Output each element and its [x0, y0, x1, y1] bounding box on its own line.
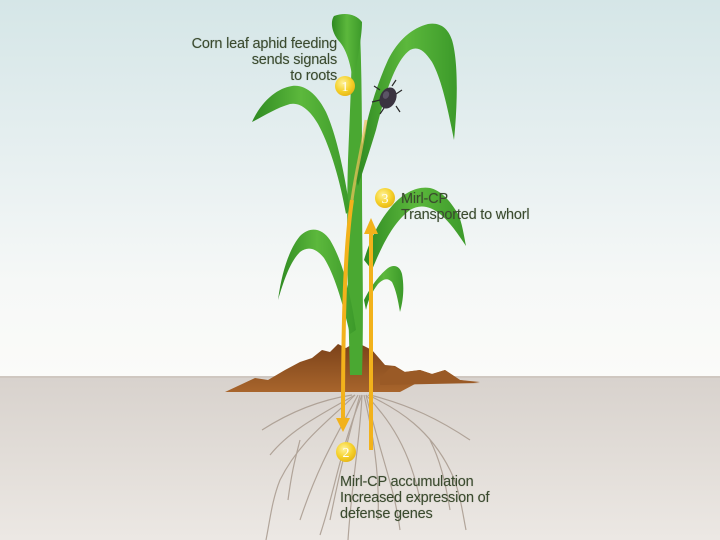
step-marker-2: 2 [336, 442, 356, 462]
corn-stalk [347, 30, 363, 375]
step-marker-1: 1 [335, 76, 355, 96]
step-marker-3: 3 [375, 188, 395, 208]
corn-leaves [252, 14, 466, 334]
signal-trace [350, 119, 368, 201]
step-number-2: 2 [343, 446, 350, 461]
arrow-up-to-whorl [364, 218, 378, 450]
step-number-3: 3 [382, 192, 389, 207]
step-2-line-3: defense genes [340, 506, 433, 522]
step-3-line-1: Mirl-CP [401, 191, 448, 207]
step-1-line-2: sends signals [251, 52, 337, 68]
step-3-label: Mirl-CP Transported to whorl [401, 191, 530, 223]
step-3-line-2: Transported to whorl [401, 207, 530, 223]
step-2-line-2: Increased expression of [340, 490, 490, 506]
ground-background [0, 377, 720, 540]
aphid-icon [371, 79, 403, 115]
step-2-label: Mirl-CP accumulation Increased expressio… [340, 474, 490, 522]
step-1-line-3: to roots [290, 68, 337, 84]
step-2-line-1: Mirl-CP accumulation [340, 474, 474, 490]
step-number-1: 1 [342, 80, 349, 95]
step-1-label: Corn leaf aphid feeding sends signals to… [191, 36, 338, 84]
step-1-line-1: Corn leaf aphid feeding [191, 36, 338, 52]
arrow-down-to-roots [336, 199, 354, 432]
